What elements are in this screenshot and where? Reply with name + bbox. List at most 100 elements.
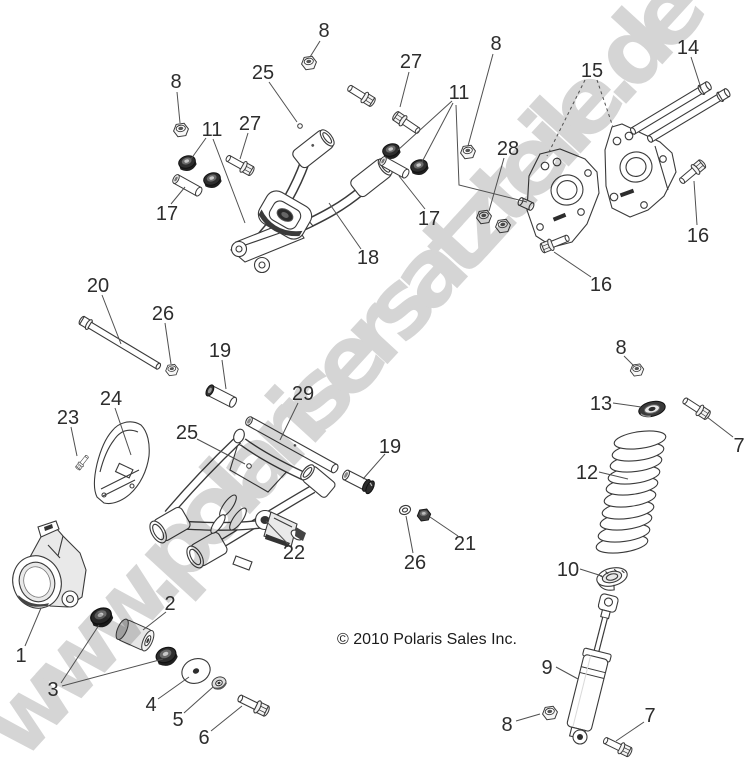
leader-line-11 [212, 138, 246, 224]
callout-number-26: 26 [404, 552, 426, 574]
part-9-shock-absorber [566, 593, 619, 745]
leader-line-6 [210, 705, 243, 732]
leader-line-9 [555, 666, 579, 680]
leader-line-11 [455, 104, 528, 203]
part-13-spring-retainer [638, 400, 666, 418]
leader-line-24 [114, 407, 132, 456]
leader-line-11 [190, 137, 207, 160]
callout-number-19: 19 [379, 436, 401, 458]
part-8-nut-spring [629, 363, 645, 377]
callout-number-12: 12 [576, 462, 598, 484]
leader-line-8 [623, 355, 635, 367]
callout-number-29: 29 [292, 383, 314, 405]
part-5-spacer [211, 676, 227, 690]
part-15-mount-plate-right [604, 123, 677, 218]
part-24-guard [93, 421, 150, 505]
part-1-bearing-carrier [12, 520, 87, 609]
callout-number-11: 11 [202, 119, 223, 141]
callout-number-8: 8 [615, 337, 626, 359]
part-8-nut-top [300, 55, 318, 71]
callout-number-9: 9 [541, 657, 552, 679]
callout-number-19: 19 [209, 340, 231, 362]
callout-number-20: 20 [87, 275, 109, 297]
leader-line-10 [579, 568, 603, 577]
exploded-parts-art [12, 55, 731, 759]
part-7-bolt-lower [600, 733, 635, 759]
leader-line-7 [706, 416, 734, 438]
callout-number-8: 8 [490, 33, 501, 55]
part-26-nut-upper [164, 363, 180, 377]
part-23-bolt [74, 453, 91, 472]
callout-number-27: 27 [400, 51, 422, 73]
leader-line-16 [693, 180, 698, 226]
leader-line-18 [328, 202, 362, 250]
leader-line-17 [170, 186, 186, 205]
callout-number-8: 8 [170, 71, 181, 93]
leader-line-26 [164, 322, 172, 365]
callout-number-2: 2 [164, 593, 175, 615]
part-18-upper-control-arm [229, 129, 393, 274]
leader-line-2 [142, 611, 167, 631]
callout-number-22: 22 [283, 542, 305, 564]
callout-number-25: 25 [252, 62, 274, 84]
part-14-bolt-b [646, 88, 731, 143]
pivot-bushing-housing [257, 190, 313, 240]
callout-number-16: 16 [687, 225, 709, 247]
leader-line-19 [362, 453, 386, 480]
leader-line-8 [515, 713, 541, 722]
leader-line-22 [265, 520, 289, 545]
callout-number-27: 27 [239, 113, 261, 135]
part-3-bushing-b [153, 643, 181, 670]
leader-line-23 [70, 426, 78, 457]
copyright-text: © 2010 Polaris Sales Inc. [337, 631, 517, 648]
callout-number-6: 6 [198, 727, 209, 749]
leader-line-1 [24, 607, 42, 647]
callout-number-25: 25 [176, 422, 198, 444]
leader-line-7 [615, 721, 645, 742]
leader-line-20 [101, 294, 122, 345]
leader-line-29 [279, 402, 299, 441]
callout-number-18: 18 [357, 247, 379, 269]
leader-line-27 [239, 132, 249, 160]
callout-number-7: 7 [733, 435, 744, 457]
part-17-sleeve-left [170, 173, 204, 198]
leader-line-8 [309, 40, 321, 58]
leader-line-25 [196, 438, 246, 465]
leader-line-5 [183, 686, 214, 714]
callout-number-5: 5 [172, 709, 183, 731]
callout-number-15: 15 [581, 60, 603, 82]
callout-number-24: 24 [100, 388, 122, 410]
part-12-coil-spring [595, 430, 667, 554]
part-29-cross-tube [245, 416, 339, 474]
part-11-bushing-a [176, 153, 199, 174]
callout-number-7: 7 [644, 705, 655, 727]
leader-line-17 [398, 175, 426, 210]
leader-line-8 [176, 91, 181, 124]
leader-line-15 [596, 79, 614, 128]
callout-number-26: 26 [152, 303, 174, 325]
part-11-bushing-d [408, 157, 431, 178]
part-8-nut-left [172, 122, 190, 138]
callout-number-17: 17 [156, 203, 178, 225]
part-22-lower-control-arm [149, 428, 336, 571]
part-4-washer [181, 658, 211, 684]
callout-number-1: 1 [15, 645, 26, 667]
callout-number-28: 28 [497, 138, 519, 160]
part-27-bolt-right-a [344, 81, 378, 109]
callout-number-16: 16 [590, 274, 612, 296]
leader-line-28 [488, 157, 505, 212]
callout-number-8: 8 [501, 714, 512, 736]
part-20-pivot-shaft [78, 315, 162, 370]
leader-line-8 [467, 53, 494, 147]
callout-number-3: 3 [47, 679, 58, 701]
pin-dot [246, 463, 252, 469]
part-10-spring-seat [596, 567, 628, 591]
leader-line-11 [421, 102, 454, 163]
leader-line-19 [221, 359, 227, 390]
pin-dot [297, 123, 303, 129]
part-26-washer-lower [398, 504, 412, 516]
leader-line-25 [268, 81, 298, 123]
callout-number-11: 11 [449, 82, 470, 104]
